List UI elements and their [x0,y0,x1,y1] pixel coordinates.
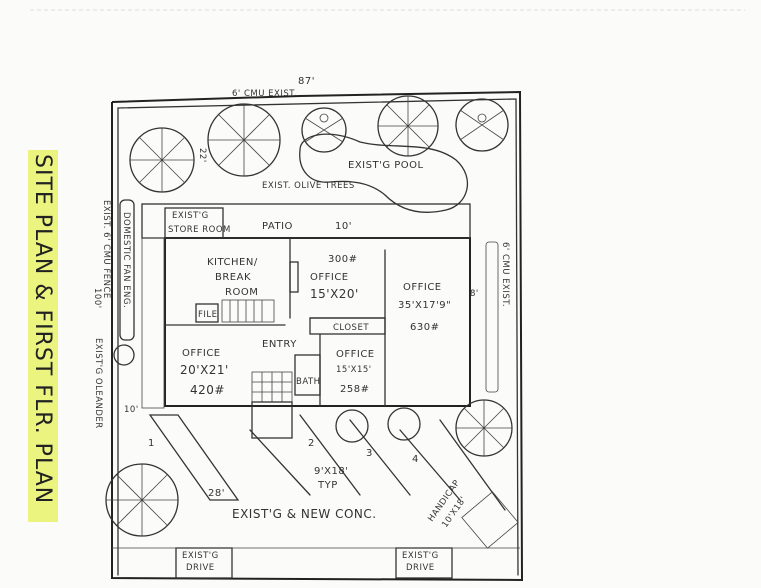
label-office-c-3: 258# [340,384,369,395]
stair-lines [229,300,263,322]
tree-palm-1 [129,127,195,193]
door-post [289,261,299,293]
entry-step [251,401,293,439]
dim-patio: 10' [335,221,352,232]
tree-right-lines [456,400,512,456]
label-office-a-1: OFFICE [182,348,221,359]
label-domestic-fan: DOMESTIC FAN ENG. [121,212,131,308]
patio-slab [141,203,471,239]
label-office-b-3: 15'X20' [310,287,359,301]
label-office-b-1: 300# [328,254,357,265]
label-office-a-2: 20'X21' [180,363,229,377]
sheet-title: SITE PLAN & FIRST FLR. PLAN [30,154,55,504]
label-drive-right-1: EXIST'G [402,551,439,561]
label-kitchen-2: BREAK [215,272,251,283]
label-office-a-3: 420# [190,383,225,397]
label-bath: BATH [296,377,321,387]
dim-bottom: 28' [208,488,225,499]
label-drive-left-1: EXIST'G [182,551,219,561]
dim-top: 87' [298,76,315,87]
tree-palm-3 [455,98,509,152]
stall-1: 1 [148,438,155,449]
title-highlight [28,150,58,522]
label-cmu-top: 6' CMU EXIST. [232,89,297,99]
label-drive-left-2: DRIVE [186,563,215,573]
property-line [111,90,524,582]
tree-round-2 [377,95,439,157]
stall-typ: TYP [317,480,338,491]
handicap-stall-grid [461,491,519,549]
pool-outline [299,133,468,213]
label-kitchen-3: ROOM [225,287,258,298]
label-patio: PATIO [262,221,293,232]
side-walk-right [485,241,499,393]
parking-stalls [148,414,506,511]
stall-2: 2 [308,438,315,449]
label-pool: EXIST'G POOL [348,160,424,171]
title-strip: SITE PLAN & FIRST FLR. PLAN [28,150,58,522]
label-office-d-2: 35'X17'9" [398,300,451,311]
stall-3: 3 [366,448,373,459]
shrub-1 [335,409,369,443]
stall-size: 9'X18' [314,466,348,477]
shrub-left [113,344,135,366]
shrub-2 [387,407,421,441]
label-closet: CLOSET [333,323,369,333]
hedge-left [119,199,135,341]
stall-4: 4 [412,454,419,465]
label-paving: EXIST'G & NEW CONC. [232,507,377,521]
dim-left-upper: 22' [197,148,207,163]
label-office-c-2: 15'X15' [336,365,372,375]
label-cmu-left: EXIST. 6' CMU FENCE [101,200,111,299]
dim-fence-side: 100' [92,288,102,309]
side-walk-left [141,237,165,409]
label-storeroom-2: STORE ROOM [168,225,231,235]
bath [294,354,321,396]
label-office-d-1: OFFICE [403,282,442,293]
label-cmu-right: 6' CMU EXIST. [500,242,510,307]
label-olive-trees: EXIST. OLIVE TREES [262,181,355,191]
label-kitchen-1: KITCHEN/ [207,257,258,268]
label-storeroom-1: EXIST'G [172,211,209,221]
label-drive-right-2: DRIVE [406,563,435,573]
label-office-c-1: OFFICE [336,349,375,360]
label-file: FILE [198,310,218,320]
label-entry: ENTRY [262,339,297,350]
dim-left-lower: 10' [124,405,139,415]
store-room [164,207,224,239]
tree-round-1 [207,103,281,177]
stair [221,299,275,323]
tree-palm-2 [301,107,347,153]
label-oleander: EXIST'G OLEANDER [93,338,103,429]
file-box [195,303,219,323]
closet [309,317,386,335]
label-office-b-2: OFFICE [310,272,349,283]
label-office-d-3: 630# [410,322,439,333]
entry-grid-lines [252,372,292,402]
dim-right: 8' [470,289,479,299]
tree-bottom-left [105,463,179,537]
